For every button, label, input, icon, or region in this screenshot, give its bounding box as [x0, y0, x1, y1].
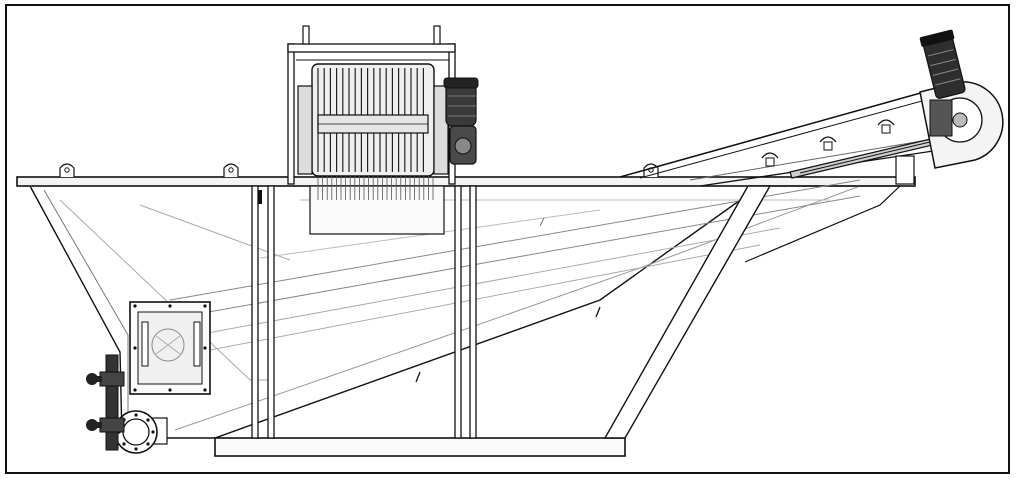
- tank-weld-mark-3: [539, 217, 545, 227]
- drum-side-plate-right: [433, 85, 449, 175]
- tank-inner-line: [43, 189, 129, 425]
- screen-frame-left-post: [287, 43, 295, 185]
- valve-upper-handwheel: [86, 373, 98, 385]
- hatch-window: [151, 328, 185, 362]
- gearbox-flange: [454, 137, 472, 155]
- tank-bottom-inner: [174, 185, 861, 431]
- hatch-bolt: [168, 388, 172, 392]
- trough-hidden-line-2: [139, 204, 291, 261]
- leg-left-outer: [251, 185, 259, 439]
- top-bolt-right: [433, 25, 441, 45]
- drum-side-plate-left: [297, 85, 313, 175]
- tank-outline: [29, 185, 761, 439]
- hatch-bolt: [203, 388, 207, 392]
- conveyor-motor-cap: [919, 29, 955, 47]
- hatch-slot-right: [193, 321, 201, 367]
- hatch-bolt: [203, 346, 207, 350]
- tension-rod-inner: [799, 141, 931, 174]
- leg-bracket: [258, 190, 262, 204]
- conveyor-bracket-1: [761, 152, 779, 167]
- inspection-hatch-icon: [129, 301, 211, 395]
- internal-guide-3: [179, 227, 781, 339]
- valve-icon: [86, 354, 125, 451]
- end-clamp: [895, 155, 915, 185]
- valve-upper-body: [99, 371, 125, 387]
- flange-bolt: [146, 442, 150, 446]
- top-deck-plate: [16, 176, 916, 187]
- flange-bolt: [122, 442, 126, 446]
- inlet-flange-inner: [122, 418, 150, 446]
- head-gearbox: [929, 99, 953, 137]
- gear-motor-icon: [443, 77, 479, 165]
- conveyor-bracket-2: [819, 136, 837, 151]
- flange-bolt: [146, 418, 150, 422]
- leg-right-inner: [469, 185, 477, 439]
- motor-fan-cover: [443, 77, 479, 89]
- valve-lower-handwheel: [86, 419, 98, 431]
- hatch-bolts: [133, 304, 207, 392]
- hatch-slot-left: [141, 321, 149, 367]
- conveyor-tube-upper-inner: [639, 91, 956, 179]
- drawing-border: [5, 4, 1010, 474]
- lifting-lug-left: [59, 163, 75, 177]
- base-skid: [214, 437, 626, 457]
- inclined-screw-conveyor-icon: [619, 81, 1004, 187]
- hatch-bolt: [133, 304, 137, 308]
- screen-frame-top-bar: [287, 43, 456, 53]
- head-pulley-hub: [952, 112, 968, 128]
- conveyor-bracket-3: [877, 119, 895, 134]
- lifting-lug-middle: [223, 163, 239, 177]
- hatch-inner: [137, 311, 203, 385]
- screen-lower-box: [309, 185, 445, 235]
- support-frame-icon: [214, 185, 772, 457]
- internal-guide-4: [209, 244, 761, 351]
- rotary-drum-screen-icon: [287, 25, 456, 235]
- conveyor-tube-top: [619, 81, 961, 178]
- valve-lower-body: [99, 417, 125, 433]
- tank-weld-mark-2: [595, 306, 601, 318]
- hatch-bolt: [133, 388, 137, 392]
- pipe-flange-icon: [114, 410, 168, 454]
- tank-weld-mark-1: [415, 371, 421, 383]
- diagonal-strut: [603, 185, 772, 439]
- conveyor-motor-icon: [919, 29, 966, 99]
- hopper-tank-icon: [16, 163, 916, 439]
- flange-bolt: [134, 413, 138, 417]
- comb-teeth: [317, 176, 434, 200]
- flange-bolt: [151, 430, 155, 434]
- trough-hidden-line-1: [59, 199, 270, 381]
- flange-bolt: [134, 447, 138, 451]
- conveyor-tube-lower-inner: [689, 137, 941, 181]
- leg-left-inner: [267, 185, 275, 439]
- drain-pipe-vertical: [105, 354, 119, 451]
- hatch-bolt: [133, 346, 137, 350]
- hatch-bolt: [168, 304, 172, 308]
- leg-right-outer: [454, 185, 462, 439]
- hatch-bolt: [203, 304, 207, 308]
- tank-right-end: [744, 185, 902, 263]
- top-bolt-left: [302, 25, 310, 45]
- motor-housing: [445, 81, 477, 127]
